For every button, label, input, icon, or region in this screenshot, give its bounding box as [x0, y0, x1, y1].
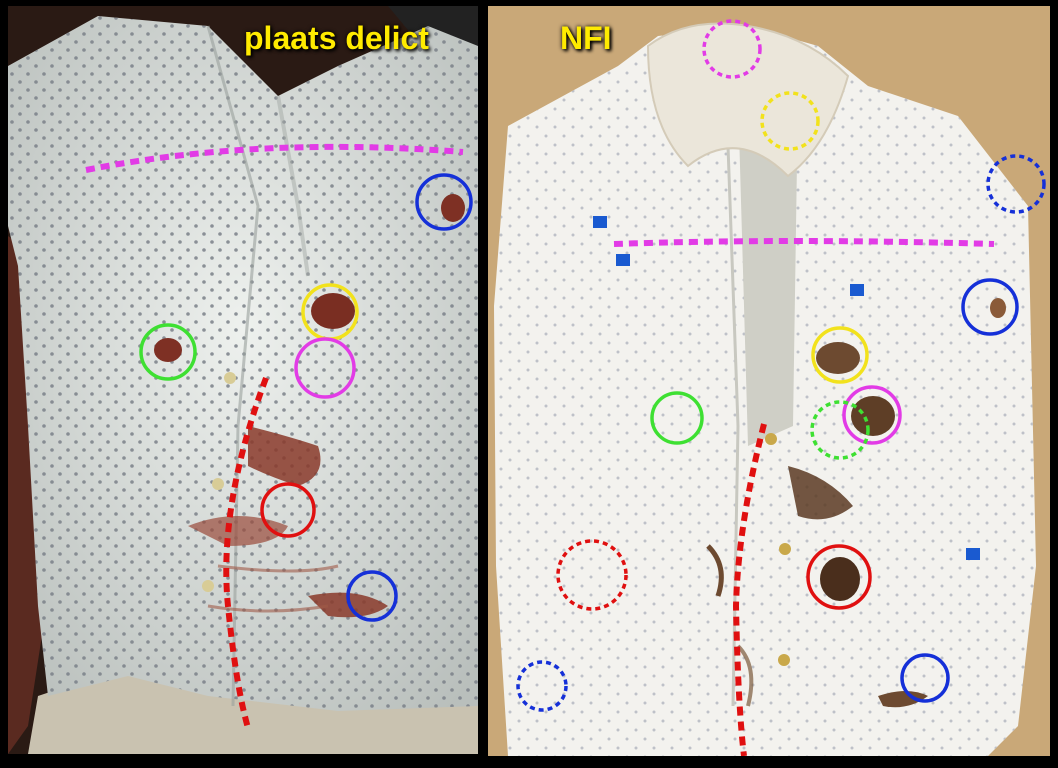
- trousers: [28, 666, 478, 754]
- stain: [788, 466, 853, 520]
- left-photo: [8, 6, 478, 754]
- red-circle-marker: [260, 482, 316, 538]
- blue-circle-marker: [961, 278, 1019, 336]
- blue-dotted-circle-marker: [986, 154, 1046, 214]
- stain: [706, 544, 724, 597]
- green-dotted-circle-marker: [810, 400, 870, 460]
- placket-fold: [726, 145, 740, 707]
- blue-dotted-circle-marker: [516, 660, 568, 712]
- blue-circle-marker: [900, 653, 950, 703]
- stain: [878, 691, 928, 708]
- evidence-tag: [593, 216, 607, 228]
- placket-fold: [206, 25, 260, 707]
- stain: [188, 516, 288, 546]
- stain-streaks: [207, 564, 339, 613]
- placket-inside: [738, 96, 798, 446]
- yellow-dotted-circle-marker: [760, 91, 820, 151]
- stain: [816, 342, 860, 374]
- button: [779, 543, 791, 555]
- yellow-circle-marker: [811, 326, 869, 384]
- right-caption: NFI: [560, 20, 612, 56]
- stain: [820, 557, 860, 601]
- red-dotted-circle-marker: [556, 539, 628, 611]
- collar-fold: [276, 95, 310, 277]
- left-caption: plaats delict: [244, 20, 429, 56]
- stain: [441, 194, 465, 222]
- red-dashed-line: [732, 423, 767, 756]
- collar-ruffle: [646, 22, 850, 178]
- right-photo: [488, 6, 1050, 756]
- evidence-tag: [616, 254, 630, 266]
- stain: [851, 396, 895, 436]
- stain: [154, 338, 182, 362]
- button: [778, 654, 790, 666]
- stain: [990, 298, 1006, 318]
- button: [212, 478, 224, 490]
- stain: [311, 293, 355, 329]
- stain: [736, 644, 754, 707]
- red-circle-marker: [806, 544, 872, 610]
- right-photo-panel: NFI: [488, 6, 1050, 756]
- evidence-tag: [966, 548, 980, 560]
- button: [224, 372, 236, 384]
- button: [765, 433, 777, 445]
- magenta-dotted-circle-marker: [702, 19, 762, 79]
- magenta-dashed-line: [613, 238, 995, 247]
- blue-circle-marker: [346, 570, 398, 622]
- left-photo-panel: plaats delict: [8, 6, 478, 754]
- magenta-dashed-line: [85, 143, 464, 173]
- green-circle-marker: [139, 323, 197, 381]
- stain: [248, 426, 321, 486]
- red-dashed-line: [223, 376, 269, 729]
- button: [202, 580, 214, 592]
- evidence-tag: [850, 284, 864, 296]
- green-circle-marker: [650, 391, 704, 445]
- magenta-circle-marker: [842, 385, 902, 445]
- magenta-circle-marker: [294, 337, 356, 399]
- blue-circle-marker: [415, 173, 473, 231]
